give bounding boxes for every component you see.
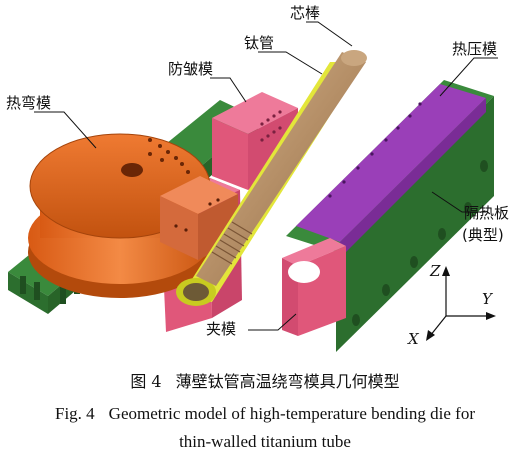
caption-cn-text: 薄壁钛管高温绕弯模具几何模型	[175, 372, 400, 391]
axis-y-label: Y	[482, 290, 494, 308]
axis-z-label: Z	[429, 262, 441, 280]
label-bend-die: 热弯模	[6, 94, 51, 112]
clamp-die-right	[282, 238, 346, 336]
label-wiper-die: 防皱模	[168, 60, 213, 78]
caption-english-line2: thin-walled titanium tube	[179, 432, 351, 451]
caption-cn-number: 图 4	[130, 372, 162, 391]
caption-english-line1: Fig. 4 Geometric model of high-temperatur…	[0, 404, 530, 424]
label-insulation-board: 隔热板	[464, 204, 509, 222]
label-insulation-note: (典型)	[462, 226, 504, 244]
mandrel	[196, 50, 367, 286]
coordinate-axes	[426, 266, 496, 341]
label-mandrel: 芯棒	[290, 4, 320, 22]
axis-x-label: X	[407, 330, 420, 348]
label-tube: 钛管	[244, 34, 274, 52]
die-model-figure: 芯棒 钛管 防皱模 热弯模 热压模 隔热板 (典型) 夹模 Z Y X	[6, 4, 509, 352]
caption-en-text-1: Geometric model of high-temperature bend…	[108, 404, 475, 423]
label-pressure-die: 热压模	[452, 40, 497, 58]
leader-lines	[34, 21, 498, 331]
caption-chinese: 图 4 薄壁钛管高温绕弯模具几何模型	[0, 368, 530, 392]
caption-en-number: Fig. 4	[54, 404, 95, 423]
pressure-die	[296, 84, 486, 258]
label-clamp-die: 夹模	[206, 320, 236, 338]
